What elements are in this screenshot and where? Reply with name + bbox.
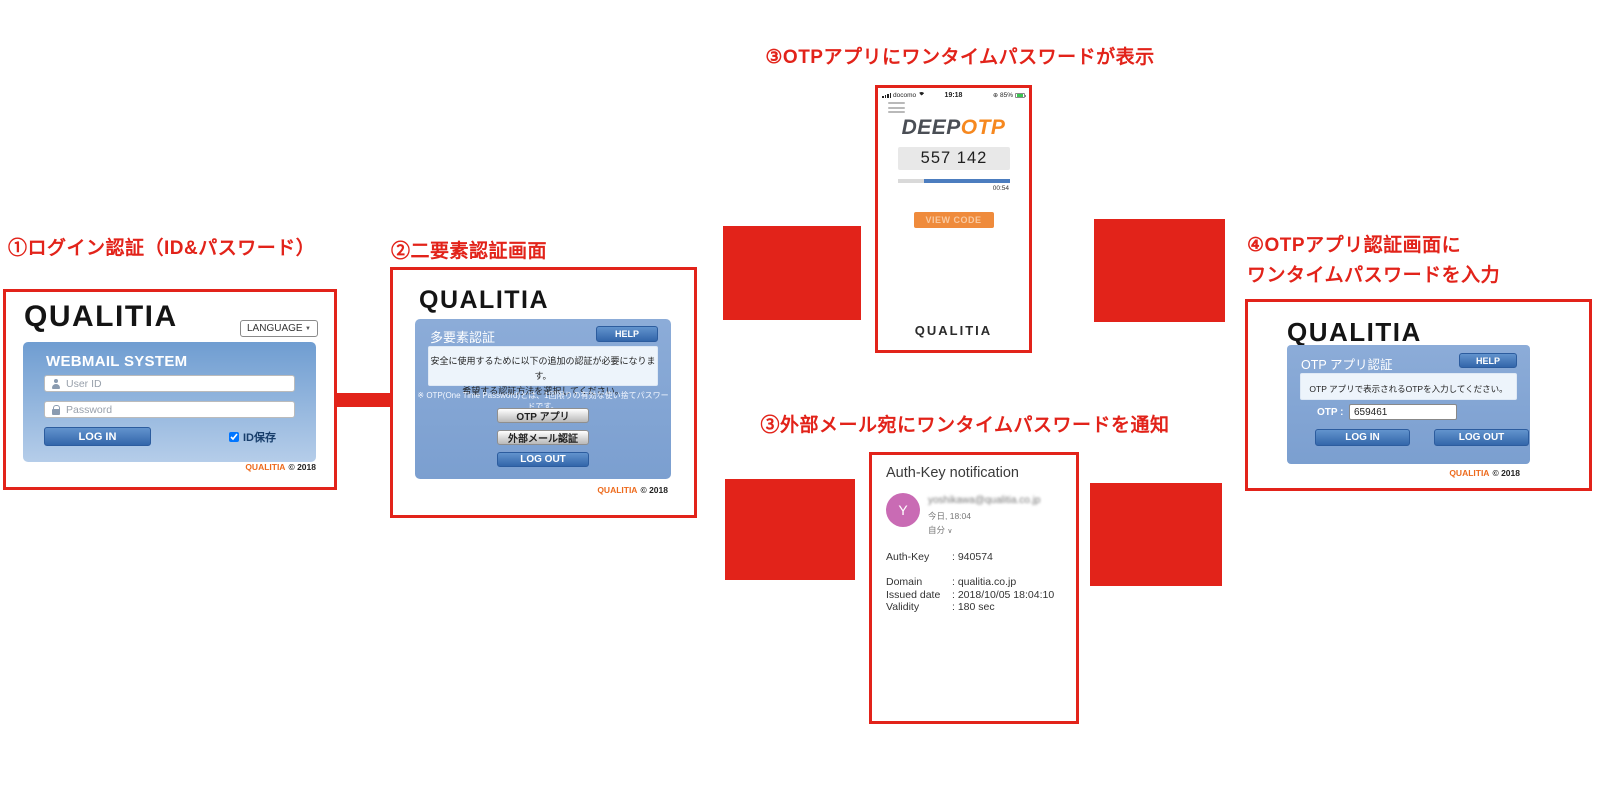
otp-code-display: 557 142	[898, 147, 1010, 170]
flow-block-mfa-to-app	[723, 226, 861, 320]
otp-timer-label: 00:54	[992, 185, 1009, 192]
otp-auth-footer: QUALITIA© 2018	[1449, 468, 1520, 478]
help-button[interactable]: HELP	[596, 326, 658, 342]
flow-block-app-to-otp-auth	[1094, 219, 1225, 322]
carrier-label: docomo	[893, 91, 917, 99]
login-button[interactable]: LOG IN	[1315, 429, 1410, 446]
qualitia-logo: QUALITIA	[419, 286, 550, 314]
otp-note: ※ OTP(One Time Password)とは、1回限りの有効な使い捨てパ…	[417, 391, 669, 411]
qualitia-logo: QUALITIA	[914, 323, 993, 338]
mfa-message-line2: 希望する認証方法を選択してください。	[462, 385, 624, 396]
otp-app-button[interactable]: OTP アプリ	[497, 408, 589, 423]
wifi-icon	[918, 91, 926, 99]
footer-copyright: © 2018	[1492, 468, 1520, 478]
otp-app-phone-panel: docomo 19:18 ⊕ 85% DEEPOTP 557 142 00:54…	[875, 85, 1032, 353]
email-sender: yoshikawa@qualitia.co.jp	[928, 495, 1041, 506]
mfa-screen-panel: QUALITIA 多要素認証 HELP 安全に使用するために以下の追加の認証が必…	[390, 267, 697, 518]
status-left: docomo	[882, 91, 926, 99]
qualitia-logo: QUALITIA	[1287, 317, 1422, 347]
brand-otp: OTP	[960, 116, 1006, 139]
login-button[interactable]: LOG IN	[44, 427, 151, 446]
step1-title: ①ログイン認証（ID&パスワード）	[8, 238, 316, 259]
email-detail-row: Validity: 180 sec	[886, 601, 995, 613]
brand-deep: DEEP	[901, 116, 961, 139]
avatar: Y	[886, 493, 920, 527]
footer-copyright: © 2018	[288, 462, 316, 472]
email-sent-time: 今日, 18:04	[928, 511, 971, 521]
password-input[interactable]	[66, 403, 294, 416]
connector-step1-step2	[335, 393, 392, 407]
footer-copyright: © 2018	[640, 485, 668, 495]
user-id-input[interactable]	[66, 377, 294, 390]
email-detail-row: Issued date: 2018/10/05 18:04:10	[886, 588, 1055, 601]
help-button[interactable]: HELP	[1459, 353, 1517, 368]
orientation-lock-icon: ⊕	[992, 92, 998, 99]
webmail-heading: WEBMAIL SYSTEM	[46, 353, 188, 370]
email-detail-row: Domain: qualitia.co.jp	[886, 576, 1017, 588]
remember-id-group: ID保存	[229, 429, 276, 445]
email-subject: Auth-Key notification	[886, 465, 1019, 481]
footer-brand: QUALITIA	[597, 485, 638, 495]
status-right: ⊕ 85%	[992, 91, 1026, 99]
step4-title-line1: ④OTPアプリ認証画面に	[1247, 235, 1462, 256]
flow-block-mail-to-otp-auth	[1090, 483, 1222, 586]
login-footer: QUALITIA© 2018	[245, 462, 316, 472]
otp-auth-title: OTP アプリ認証	[1301, 358, 1393, 372]
auth-key-label: Auth-Key	[886, 551, 930, 563]
otp-auth-form-box: OTP アプリ認証 HELP OTP アプリで表示されるOTPを入力してください…	[1287, 345, 1530, 464]
battery-icon	[1015, 92, 1026, 98]
otp-timer-progress-fill	[924, 179, 1010, 183]
caret-down-icon: ▼	[305, 325, 311, 332]
qualitia-logo: QUALITIA	[24, 300, 178, 333]
login-form-box: WEBMAIL SYSTEM LOG IN ID保存	[23, 342, 316, 462]
mfa-message-line1: 安全に使用するために以下の追加の認証が必要になります。	[430, 356, 656, 381]
step2-title: ②二要素認証画面	[391, 241, 548, 262]
language-label: LANGUAGE	[247, 323, 303, 334]
otp-input[interactable]	[1349, 404, 1457, 420]
otp-auth-screen-panel: QUALITIA OTP アプリ認証 HELP OTP アプリで表示されるOTP…	[1245, 299, 1592, 491]
auth-key-row: Auth-Key : 940574	[886, 551, 993, 563]
battery-percent: 85%	[999, 91, 1013, 99]
deep-otp-logo: DEEPOTP	[878, 116, 1029, 140]
otp-timer-progressbar	[898, 179, 1010, 183]
menu-icon[interactable]	[888, 102, 905, 116]
mfa-message-box: 安全に使用するために以下の追加の認証が必要になります。 希望する認証方法を選択し…	[428, 346, 658, 396]
flow-block-mfa-to-mail	[725, 479, 855, 580]
auth-key-value: : 940574	[952, 551, 993, 563]
remember-id-checkbox[interactable]	[229, 432, 239, 442]
step3-mail-title: ③外部メール宛にワンタイムパスワードを通知	[760, 415, 1170, 436]
external-mail-auth-button[interactable]: 外部メール認証	[497, 430, 589, 445]
step4-title-line2: ワンタイムパスワードを入力	[1247, 265, 1501, 286]
language-dropdown[interactable]: LANGUAGE ▼	[240, 320, 318, 337]
chevron-down-icon[interactable]: ∨	[947, 528, 953, 535]
email-recipient-row: 自分 ∨	[928, 524, 953, 536]
mfa-footer: QUALITIA© 2018	[597, 485, 668, 495]
user-id-field[interactable]	[44, 375, 295, 392]
user-icon	[51, 378, 60, 389]
otp-auth-message-box: OTP アプリで表示されるOTPを入力してください。	[1300, 373, 1517, 400]
footer-brand: QUALITIA	[1449, 468, 1490, 478]
mfa-form-box: 多要素認証 HELP 安全に使用するために以下の追加の認証が必要になります。 希…	[415, 319, 671, 479]
mfa-title: 多要素認証	[430, 330, 496, 345]
view-code-button[interactable]: VIEW CODE	[913, 212, 994, 228]
remember-id-label: ID保存	[243, 432, 276, 444]
password-field[interactable]	[44, 401, 295, 418]
signal-bars-icon	[882, 92, 891, 98]
auth-key-email-panel: Auth-Key notification Y yoshikawa@qualit…	[869, 452, 1079, 724]
step3-app-title: ③OTPアプリにワンタイムパスワードが表示	[765, 47, 1155, 68]
footer-brand: QUALITIA	[245, 462, 286, 472]
logout-button[interactable]: LOG OUT	[497, 452, 589, 467]
email-recipient: 自分	[928, 525, 946, 535]
email-details: Domain: qualitia.co.jp Issued date: 2018…	[886, 576, 1054, 614]
otp-input-label: OTP :	[1317, 407, 1344, 418]
status-time: 19:18	[944, 91, 963, 99]
login-screen-panel: QUALITIA LANGUAGE ▼ WEBMAIL SYSTEM LOG I…	[3, 289, 337, 490]
logout-button[interactable]: LOG OUT	[1434, 429, 1529, 446]
lock-icon	[51, 404, 60, 415]
phone-status-bar: docomo 19:18 ⊕ 85%	[882, 90, 1026, 100]
